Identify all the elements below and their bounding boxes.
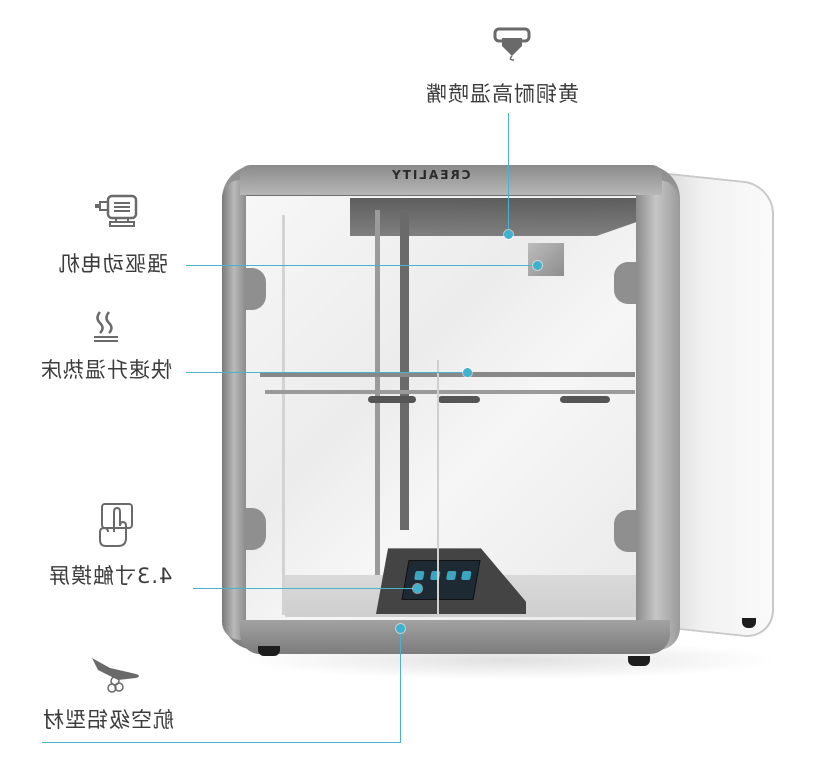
callout-label-nozzle: 黄铜耐高温喷嘴 bbox=[425, 82, 579, 106]
motor-icon bbox=[95, 194, 138, 227]
callout-label-bed: 快速升温热床 bbox=[40, 358, 172, 382]
plane-icon bbox=[92, 658, 139, 693]
printer-foot bbox=[258, 646, 280, 656]
bed-clip bbox=[438, 396, 480, 403]
right-pillar bbox=[636, 180, 680, 650]
touchscreen bbox=[401, 560, 481, 600]
top-beam bbox=[240, 165, 662, 195]
callout-line-frame-vertical bbox=[400, 629, 401, 743]
screen-tool-icon bbox=[414, 571, 425, 580]
heat-icon bbox=[94, 311, 118, 342]
callout-line-screen bbox=[193, 588, 417, 589]
door-seam bbox=[437, 360, 439, 615]
print-head bbox=[528, 243, 564, 276]
door-hinge bbox=[244, 508, 266, 550]
door-hinge bbox=[614, 262, 636, 304]
printer-foot bbox=[628, 656, 650, 666]
screen-settings-icon bbox=[461, 571, 472, 580]
callout-label-frame: 航空级铝型材 bbox=[42, 708, 174, 732]
callout-dot-screen bbox=[413, 584, 422, 593]
z-rail bbox=[400, 210, 409, 530]
printer-foot bbox=[742, 618, 756, 628]
callout-label-screen: 4.3寸触摸屏 bbox=[48, 564, 173, 588]
bed-rail bbox=[260, 372, 635, 377]
door-hinge bbox=[614, 510, 636, 552]
callout-line-nozzle bbox=[508, 113, 509, 235]
bed-clip bbox=[560, 396, 610, 403]
callout-dot-nozzle bbox=[504, 230, 513, 239]
callout-line-bed bbox=[186, 372, 468, 373]
bottom-beam bbox=[240, 620, 670, 654]
callout-label-motor: 强驱动电机 bbox=[58, 252, 168, 276]
door-hinge bbox=[244, 268, 266, 310]
bed-frame bbox=[265, 390, 635, 394]
callout-line-frame-horizontal bbox=[42, 742, 400, 743]
callout-line-motor bbox=[186, 265, 538, 266]
callout-dot-bed bbox=[463, 368, 472, 377]
left-pillar bbox=[222, 180, 246, 640]
callout-dot-motor bbox=[533, 261, 542, 270]
xy-gantry bbox=[350, 198, 640, 236]
callout-dot-frame bbox=[396, 624, 405, 633]
nozzle-icon bbox=[493, 27, 531, 61]
z-lead-screw bbox=[375, 210, 380, 610]
guide-rod bbox=[282, 215, 285, 615]
screen-print-icon bbox=[446, 571, 457, 580]
brand-logo: CREALITY bbox=[390, 168, 471, 182]
bed-clip bbox=[368, 396, 416, 403]
touch-icon bbox=[99, 503, 133, 547]
